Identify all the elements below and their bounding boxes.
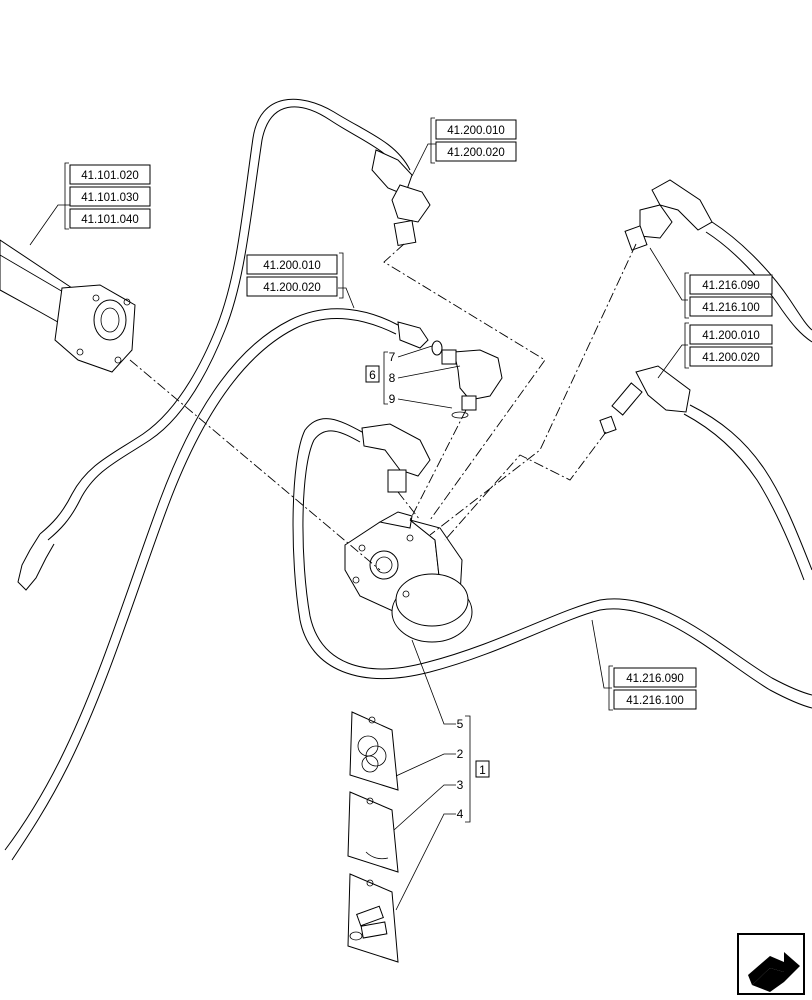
ref-cylinder-1[interactable]: 41.101.020 xyxy=(81,170,139,182)
leader-lines xyxy=(29,143,688,911)
ref-right-upper-hose-1[interactable]: 41.216.090 xyxy=(702,280,760,292)
ref-group-right-upper-hose: 41.216.090 41.216.100 xyxy=(689,274,773,317)
brackets xyxy=(64,117,689,823)
callout-6[interactable]: 6 xyxy=(369,368,376,382)
ref-top-hose-1[interactable]: 41.200.010 xyxy=(447,125,505,137)
elbow-adapter xyxy=(441,349,503,419)
hose-left-long xyxy=(17,98,411,591)
ref-cylinder-2[interactable]: 41.101.030 xyxy=(81,192,139,204)
kit-bag-empty xyxy=(347,791,399,873)
top-elbow-fitting xyxy=(371,149,431,246)
callout-4[interactable]: 4 xyxy=(457,807,464,821)
ref-top-hose-2[interactable]: 41.200.020 xyxy=(447,147,505,159)
callout-1[interactable]: 1 xyxy=(479,763,486,777)
ref-group-top-hose: 41.200.010 41.200.020 xyxy=(435,119,517,162)
callout-3[interactable]: 3 xyxy=(457,778,464,792)
ref-mid-hose-2[interactable]: 41.200.020 xyxy=(263,282,321,294)
callout-steering-group: 1 xyxy=(475,760,490,778)
callout-fitting-group: 6 xyxy=(365,365,380,383)
ref-right-mid-hose-1[interactable]: 41.200.010 xyxy=(702,330,760,342)
steering-cylinder xyxy=(0,239,136,373)
callout-7[interactable]: 7 xyxy=(389,350,396,364)
next-page-arrow-icon[interactable] xyxy=(737,933,805,995)
kit-bag-fittings xyxy=(347,873,399,963)
ref-mid-hose-1[interactable]: 41.200.010 xyxy=(263,260,321,272)
callout-5[interactable]: 5 xyxy=(457,717,464,731)
mid-hose-fitting xyxy=(397,321,443,356)
ref-group-cylinder: 41.101.020 41.101.030 41.101.040 xyxy=(69,164,151,229)
hose-mid-long xyxy=(4,308,399,861)
hose-right-upper xyxy=(705,221,812,343)
callout-9[interactable]: 9 xyxy=(389,392,396,406)
ref-bottom-right-hose-1[interactable]: 41.216.090 xyxy=(626,673,684,685)
ref-cylinder-3[interactable]: 41.101.040 xyxy=(81,214,139,226)
ref-group-bottom-right-hose: 41.216.090 41.216.100 xyxy=(613,667,697,710)
assembly-centerlines xyxy=(129,243,637,571)
right-mid-fitting xyxy=(599,365,691,435)
ref-right-mid-hose-2[interactable]: 41.200.020 xyxy=(702,352,760,364)
ref-group-mid-hose: 41.200.010 41.200.020 xyxy=(246,254,338,297)
callout-2[interactable]: 2 xyxy=(457,747,464,761)
callout-8[interactable]: 8 xyxy=(389,371,396,385)
right-upper-fitting xyxy=(624,179,713,251)
hose-right-mid xyxy=(683,404,812,581)
kit-bag-seals xyxy=(349,711,399,791)
center-elbow-fitting xyxy=(361,423,431,493)
ref-right-upper-hose-2[interactable]: 41.216.100 xyxy=(702,302,760,314)
steering-unit xyxy=(344,511,473,643)
hose-center-loop xyxy=(292,418,812,709)
ref-bottom-right-hose-2[interactable]: 41.216.100 xyxy=(626,695,684,707)
ref-group-right-mid-hose: 41.200.010 41.200.020 xyxy=(689,324,773,367)
